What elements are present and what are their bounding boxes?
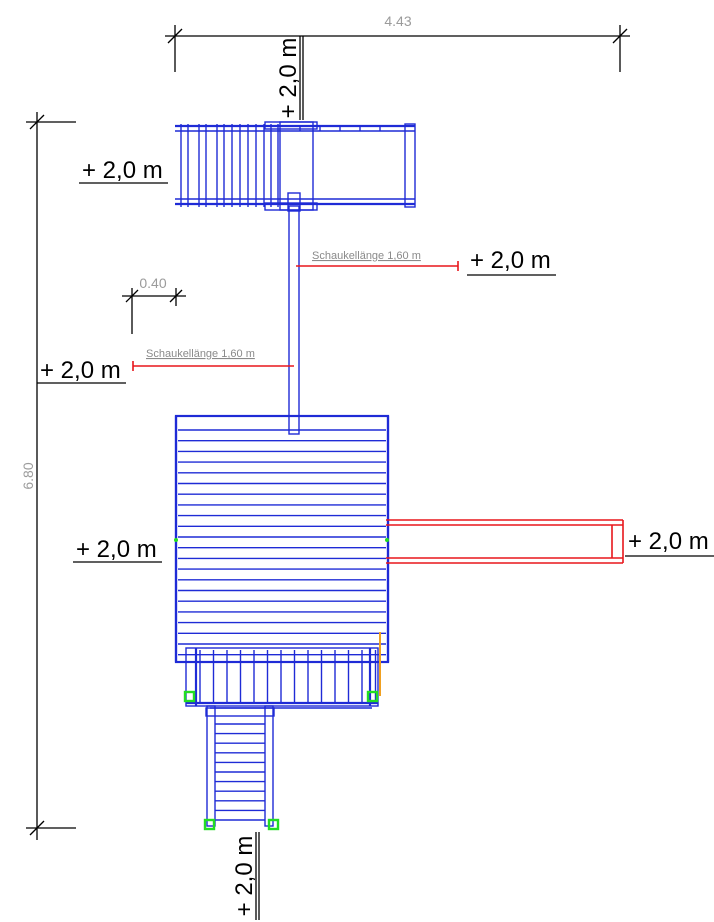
upper-swing-line: Schaukellänge 1,60 m xyxy=(296,250,459,271)
deck-slats xyxy=(194,648,377,706)
anchor-points xyxy=(174,538,389,831)
slide xyxy=(386,519,624,564)
swing-right-height-label: + 2,0 m xyxy=(470,247,551,274)
anchor-point xyxy=(183,690,196,703)
lower-swing-length-label: Schaukellänge 1,60 m xyxy=(146,348,255,360)
bottom-height-label: + 2,0 m xyxy=(231,836,258,917)
ladder-rungs xyxy=(215,723,265,821)
post-spacing-label: 0.40 xyxy=(139,275,166,291)
anchor-point xyxy=(385,538,389,542)
upper-swing-length-label: Schaukellänge 1,60 m xyxy=(312,250,421,262)
anchor-point xyxy=(174,538,178,542)
depth-dimension-label: 6.80 xyxy=(20,462,36,489)
upper-left-height-label: + 2,0 m xyxy=(82,157,163,184)
lower-deck xyxy=(185,632,381,709)
post-spacing-dimension: 0.40 xyxy=(122,275,186,334)
main-platform xyxy=(174,414,390,664)
ladder xyxy=(205,705,275,827)
swing-left-height-label: + 2,0 m xyxy=(40,357,121,384)
platform-left-height-label: + 2,0 m xyxy=(76,536,157,563)
width-dimension: 4.43 xyxy=(165,13,630,72)
top-height-label: + 2,0 m xyxy=(275,38,302,119)
slide-right-height-label: + 2,0 m xyxy=(628,528,709,555)
anchor-point xyxy=(366,690,379,703)
lower-swing-line: Schaukellänge 1,60 m xyxy=(132,348,294,371)
depth-dimension: 6.80 xyxy=(20,112,76,840)
anchor-point xyxy=(267,818,280,831)
bottom-height-marker: + 2,0 m xyxy=(231,832,260,920)
top-height-marker: + 2,0 m xyxy=(275,36,304,120)
swing-beam xyxy=(288,205,300,435)
width-dimension-label: 4.43 xyxy=(384,13,411,29)
upper-swing-frame xyxy=(175,121,416,212)
platform-planks xyxy=(178,429,386,656)
upper-frame-slats xyxy=(180,124,381,207)
anchor-point xyxy=(203,818,216,831)
height-labels: + 2,0 m + 2,0 m + 2,0 m + 2,0 m + 2,0 m xyxy=(37,157,714,563)
